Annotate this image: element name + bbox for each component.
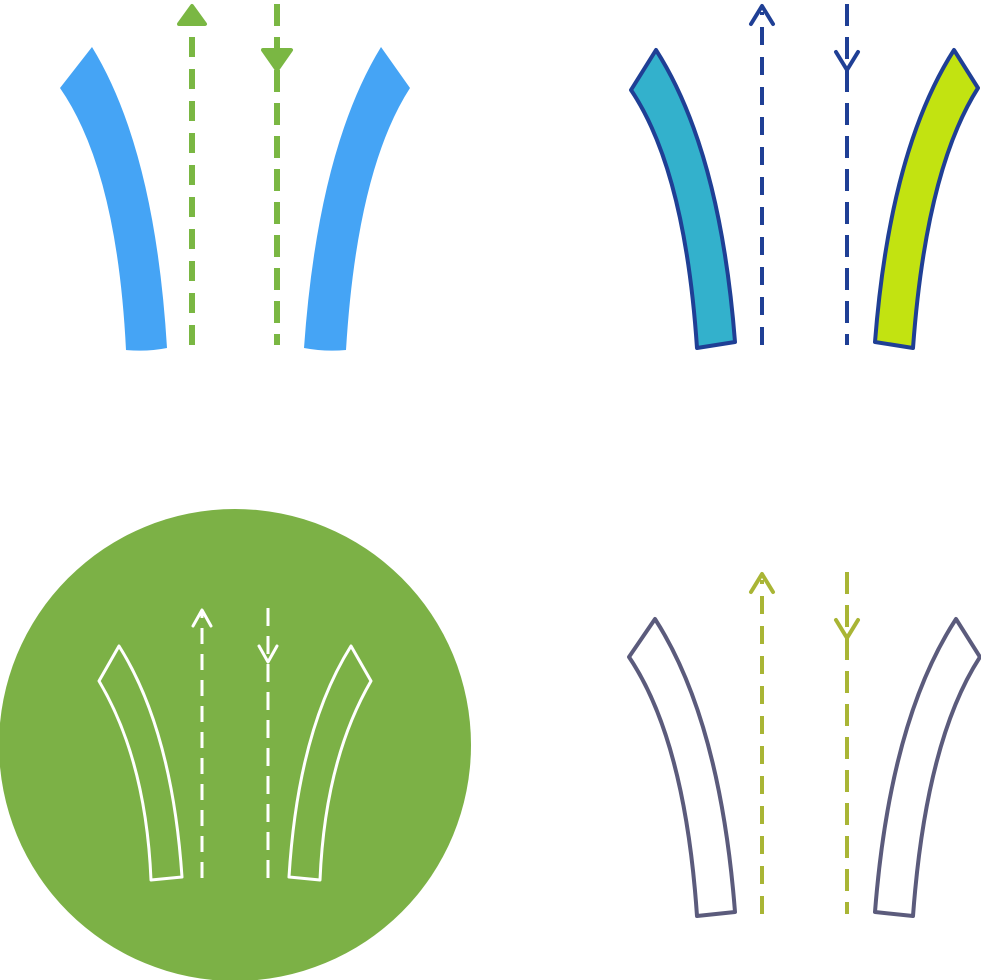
down-arrow-icon xyxy=(834,572,860,914)
right-road-icon xyxy=(287,644,373,882)
road-icon-flat xyxy=(60,4,410,351)
up-arrow-icon xyxy=(749,572,775,914)
down-arrow-icon xyxy=(834,4,860,345)
left-road-icon xyxy=(60,47,167,351)
left-road-icon xyxy=(97,644,184,882)
left-road-icon xyxy=(629,48,737,350)
right-road-icon xyxy=(304,47,410,351)
right-road-icon xyxy=(873,48,980,350)
road-icon-filled-outline xyxy=(629,4,980,350)
up-arrow-icon xyxy=(191,608,213,878)
up-arrow-icon xyxy=(177,4,207,345)
down-arrow-icon xyxy=(261,4,293,345)
road-icon-line xyxy=(627,572,981,918)
background-circle-icon xyxy=(0,509,471,980)
road-icon-glyph-in-circle xyxy=(0,509,471,980)
down-arrow-icon xyxy=(257,608,279,878)
up-arrow-icon xyxy=(749,4,775,345)
left-road-icon xyxy=(627,617,737,918)
right-road-icon xyxy=(873,617,981,918)
